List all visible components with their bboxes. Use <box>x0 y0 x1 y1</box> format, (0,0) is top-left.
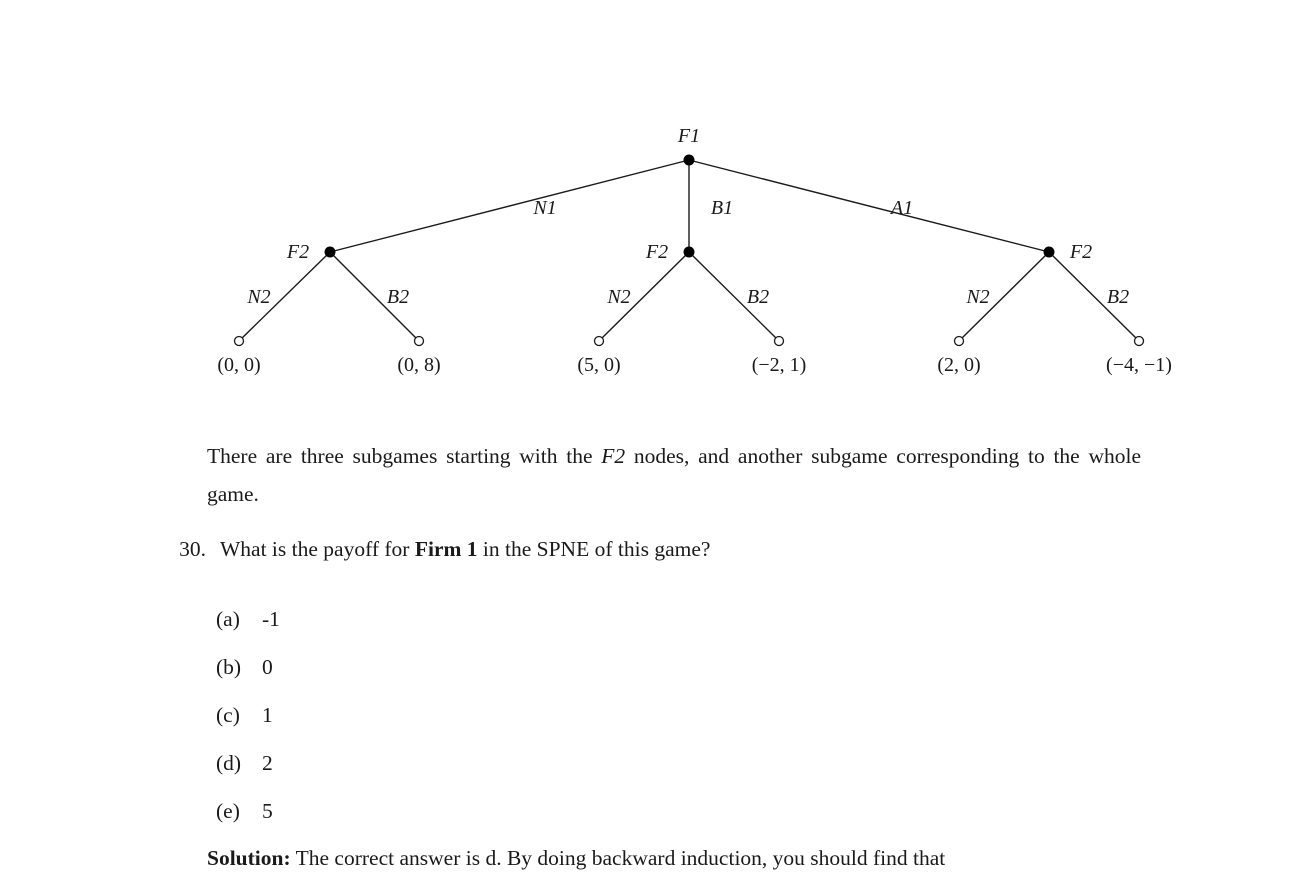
payoff-label-t5: (2, 0) <box>937 354 981 376</box>
answer-choice-key: (b) <box>216 655 242 679</box>
node-label-F2-right: F2 <box>1069 241 1093 263</box>
question-number: 30. <box>179 537 206 561</box>
terminal-node-t1 <box>233 335 245 347</box>
tree-edge-e-B2a <box>329 251 420 342</box>
answer-choice-value: 1 <box>262 703 273 727</box>
solution-label: Solution: <box>207 846 291 870</box>
tree-edge-e-N2c <box>958 251 1050 342</box>
edge-label-e-N2a: N2 <box>247 286 271 308</box>
subgame-note-part2: nodes, and another subgame corresponding… <box>207 444 1141 507</box>
tree-edge-e-A1 <box>688 159 1050 253</box>
tree-edge-e-B2b <box>688 251 780 342</box>
answer-choice-a[interactable]: (a) -1 <box>216 595 716 643</box>
edge-label-e-B2c: B2 <box>1106 286 1130 308</box>
terminal-node-t4 <box>773 335 785 347</box>
terminal-node-t2 <box>413 335 425 347</box>
answer-choice-value: 0 <box>262 655 273 679</box>
decision-node-F2-center <box>683 246 695 258</box>
subgame-note-paragraph: There are three subgames starting with t… <box>207 437 1141 514</box>
answer-choice-key: (e) <box>216 799 240 823</box>
answer-choice-b[interactable]: (b) 0 <box>216 643 716 691</box>
edge-label-e-B2a: B2 <box>386 286 410 308</box>
node-label-F2-center: F2 <box>645 241 669 263</box>
answer-choice-key: (a) <box>216 607 240 631</box>
payoff-label-t1: (0, 0) <box>217 354 261 376</box>
terminal-node-t3 <box>593 335 605 347</box>
question-emphasis-firm1: Firm 1 <box>414 537 478 561</box>
tree-edge-e-N2b <box>598 251 690 342</box>
tree-edge-e-N1 <box>329 159 690 253</box>
decision-node-F2-right <box>1043 246 1055 258</box>
solution-block: Solution: The correct answer is d. By do… <box>207 842 1167 874</box>
solution-text: The correct answer is d. By doing backwa… <box>290 846 946 870</box>
tree-edge-e-N2a <box>238 251 331 342</box>
game-tree-svg <box>233 154 1145 347</box>
answer-choice-value: 2 <box>262 751 273 775</box>
edge-label-e-B2b: B2 <box>746 286 770 308</box>
tree-edge-e-B2c <box>1048 251 1140 342</box>
edge-label-e-N1: N1 <box>533 197 557 219</box>
answer-choice-key: (d) <box>216 751 242 775</box>
node-label-F1: F1 <box>677 125 701 147</box>
edge-label-e-A1: A1 <box>890 197 914 219</box>
question-text: What is the payoff for Firm 1 in the SPN… <box>220 533 1168 565</box>
answer-choice-e[interactable]: (e) 5 <box>216 787 716 835</box>
edge-label-e-N2b: N2 <box>607 286 631 308</box>
edge-label-e-B1: B1 <box>710 197 734 219</box>
question-text-before: What is the payoff for <box>220 537 415 561</box>
payoff-label-t2: (0, 8) <box>397 354 441 376</box>
payoff-label-t4: (−2, 1) <box>751 354 807 376</box>
answer-choice-c[interactable]: (c) 1 <box>216 691 716 739</box>
payoff-label-t3: (5, 0) <box>577 354 621 376</box>
payoff-label-t6: (−4, −1) <box>1106 354 1172 376</box>
answer-choice-value: 5 <box>262 799 273 823</box>
answer-choices-list: (a) -1 (b) 0 (c) 1 (d) 2 (e) 5 <box>216 595 716 835</box>
question-block: 30. What is the payoff for Firm 1 in the… <box>168 533 1168 565</box>
question-text-after: in the SPNE of this game? <box>477 537 711 561</box>
answer-choice-value: -1 <box>262 607 280 631</box>
answer-choice-key: (c) <box>216 703 240 727</box>
answer-choice-d[interactable]: (d) 2 <box>216 739 716 787</box>
terminal-node-t6 <box>1133 335 1145 347</box>
terminal-node-t5 <box>953 335 965 347</box>
node-label-F2-left: F2 <box>286 241 310 263</box>
subgame-note-math-f2: F2 <box>601 444 626 468</box>
decision-node-F2-left <box>324 246 336 258</box>
edge-label-e-N2c: N2 <box>966 286 990 308</box>
decision-node-F1 <box>683 154 695 166</box>
subgame-note-part1: There are three subgames starting with t… <box>207 444 602 468</box>
